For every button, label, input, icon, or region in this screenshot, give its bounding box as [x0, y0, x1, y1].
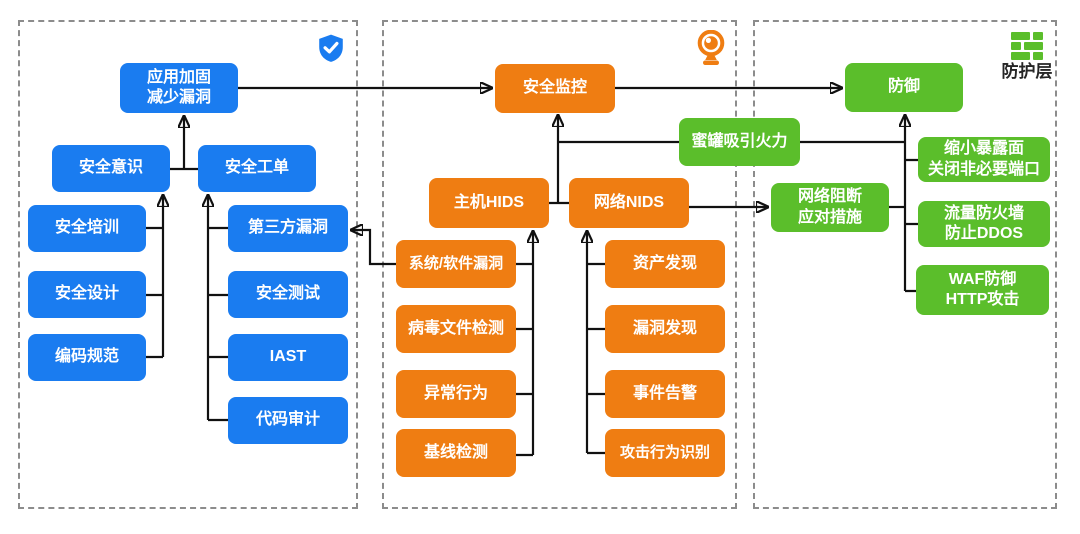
trunk-to-security-ticket	[208, 194, 228, 422]
node-iast: IAST	[228, 334, 348, 381]
panel-application-layer	[18, 20, 358, 509]
node-network-block: 网络阻断 应对措施	[771, 183, 889, 232]
node-code-audit: 代码审计	[228, 397, 348, 444]
node-label: 网络NIDS	[593, 193, 665, 211]
node-baseline-detection: 基线检测	[396, 429, 516, 477]
node-label: 编码规范	[54, 348, 119, 366]
node-network-nids: 网络NIDS	[569, 178, 689, 228]
node-host-hids: 主机HIDS	[429, 178, 549, 228]
node-label: IAST	[269, 348, 307, 366]
node-label: 缩小暴露面 关闭非必要端口	[927, 140, 1040, 178]
shield-check-icon	[319, 34, 343, 62]
node-traffic-firewall: 流量防火墙 防止DDOS	[918, 201, 1050, 247]
trunk-to-host-hids	[516, 230, 533, 457]
node-label: 第三方漏洞	[247, 219, 328, 237]
node-asset-discovery: 资产发现	[605, 240, 725, 288]
node-security-design: 安全设计	[28, 271, 146, 318]
node-label: 攻击行为识别	[619, 444, 710, 462]
node-third-party-vuln: 第三方漏洞	[228, 205, 348, 252]
node-event-alert: 事件告警	[605, 370, 725, 418]
node-label: 安全意识	[78, 159, 143, 177]
node-security-awareness: 安全意识	[52, 145, 170, 192]
protection-layer-label: 防护层	[1001, 62, 1053, 81]
brick-wall-icon	[1011, 32, 1043, 60]
node-virus-file-detection: 病毒文件检测	[396, 305, 516, 353]
node-label: 安全培训	[54, 219, 119, 237]
node-label: 应用加固 减少漏洞	[146, 68, 211, 106]
node-label: 系统/软件漏洞	[408, 255, 504, 273]
node-waf: WAF防御 HTTP攻击	[916, 265, 1049, 315]
node-honeypot: 蜜罐吸引火力	[679, 118, 800, 166]
node-label: 安全监控	[522, 79, 587, 97]
node-label: 流量防火墙 防止DDOS	[943, 204, 1024, 242]
node-label: 防御	[887, 78, 920, 96]
node-reduce-exposure: 缩小暴露面 关闭非必要端口	[918, 137, 1050, 182]
node-label: 病毒文件检测	[407, 319, 504, 337]
trunk-to-security-awareness	[146, 194, 163, 359]
node-label: 安全测试	[255, 285, 320, 303]
node-security-training: 安全培训	[28, 205, 146, 252]
node-label: 漏洞发现	[632, 319, 697, 337]
node-security-testing: 安全测试	[228, 271, 348, 318]
node-attack-behavior-recognition: 攻击行为识别	[605, 429, 725, 477]
webcam-icon	[697, 30, 725, 65]
node-abnormal-behavior: 异常行为	[396, 370, 516, 418]
node-label: 网络阻断 应对措施	[797, 188, 862, 226]
node-label: 资产发现	[632, 254, 697, 272]
panel-protection-layer	[753, 20, 1057, 509]
node-defense: 防御	[845, 63, 963, 112]
node-app-hardening: 应用加固 减少漏洞	[120, 63, 238, 113]
node-vuln-discovery: 漏洞发现	[605, 305, 725, 353]
node-label: WAF防御 HTTP攻击	[945, 270, 1020, 308]
node-label: 主机HIDS	[453, 193, 525, 211]
node-security-monitoring: 安全监控	[495, 64, 615, 113]
node-coding-standard: 编码规范	[28, 334, 146, 381]
node-label: 安全工单	[224, 159, 289, 177]
trunk-to-network-nids	[587, 230, 605, 455]
node-security-ticket: 安全工单	[198, 145, 316, 192]
node-label: 异常行为	[423, 384, 488, 402]
node-sys-software-vuln: 系统/软件漏洞	[396, 240, 516, 288]
node-label: 事件告警	[632, 384, 697, 402]
trunk-to-defense	[905, 114, 918, 293]
node-label: 蜜罐吸引火力	[691, 132, 788, 150]
connector-sysvuln-to-thirdparty	[350, 230, 396, 266]
node-label: 基线检测	[423, 443, 488, 461]
node-label: 安全设计	[54, 285, 119, 303]
node-label: 代码审计	[255, 411, 320, 429]
